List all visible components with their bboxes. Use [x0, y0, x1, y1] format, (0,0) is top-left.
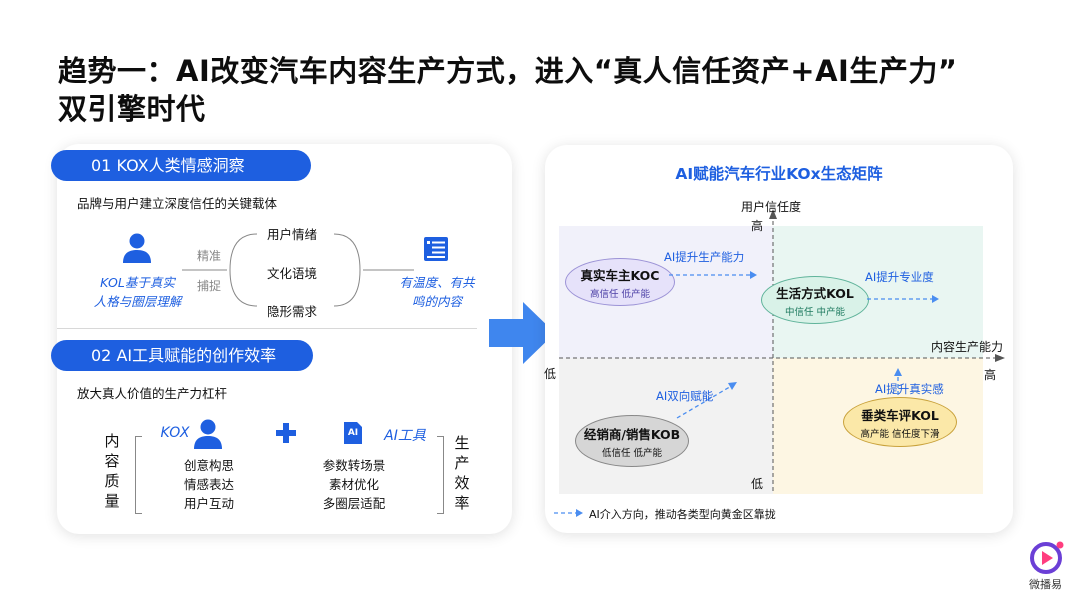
- kob-name: 经销商/销售KOB: [583, 426, 681, 442]
- kox-item-2: 情感表达: [183, 477, 234, 492]
- kob-arrow-label: AI双向赋能: [656, 389, 714, 403]
- section-2-pill: 02 AI工具赋能的创作效率: [51, 340, 313, 371]
- section-2-subtitle: 放大真人价值的生产力杠杆: [77, 386, 228, 401]
- section-1-subtitle: 品牌与用户建立深度信任的关键载体: [77, 196, 278, 211]
- koc-ellipse: 真实车主KOC 高信任 低产能: [565, 258, 675, 306]
- cq-char-3: 质: [104, 472, 120, 490]
- warm-content-description: 有温度、有共 鸣的内容: [382, 272, 492, 310]
- left-bracket: [135, 436, 142, 514]
- vertical-kol-name: 垂类车评KOL: [861, 407, 939, 423]
- kol-description: KOL基于真实 人格与圈层理解: [75, 272, 200, 310]
- ai-tool-icon: AI: [342, 421, 364, 445]
- cq-char-1: 内: [104, 432, 120, 450]
- ai-item-3: 多圈层适配: [322, 496, 386, 511]
- vertical-kol-sub: 高产能 信任度下滑: [860, 428, 940, 440]
- ai-direction-arrows: [554, 271, 939, 517]
- kox-label: KOX: [160, 425, 190, 441]
- brand-logo: 微播易: [1028, 540, 1068, 592]
- ai-item-1: 参数转场景: [322, 458, 386, 473]
- warm-content-line-2: 鸣的内容: [411, 294, 462, 309]
- lifestyle-kol-ellipse: 生活方式KOL 中信任 中产能: [761, 276, 869, 324]
- pe-char-1: 生: [454, 434, 470, 452]
- y-axis-low: 低: [751, 477, 764, 491]
- lifestyle-kol-name: 生活方式KOL: [776, 285, 854, 301]
- ai-items: 参数转场景 素材优化 多圈层适配: [309, 456, 399, 513]
- kox-item-3: 用户互动: [183, 496, 234, 511]
- brand-name: 微播易: [1029, 578, 1062, 591]
- insight-item-1: 用户情绪: [266, 227, 317, 242]
- person-icon: [123, 233, 151, 263]
- koc-arrow-label: AI提升生产能力: [664, 250, 745, 264]
- vertical-kol-ellipse: 垂类车评KOL 高产能 信任度下滑: [843, 397, 957, 447]
- ai-badge-text: AI: [347, 428, 359, 438]
- matrix-axes: [559, 209, 1005, 491]
- section-divider: [57, 328, 477, 329]
- ai-item-2: 素材优化: [328, 477, 379, 492]
- x-axis-high: 高: [984, 368, 997, 382]
- insight-item-3: 隐形需求: [266, 304, 317, 319]
- kob-ellipse: 经销商/销售KOB 低信任 低产能: [575, 415, 689, 467]
- flow-arrow-icon: [489, 302, 555, 364]
- connector-top-label: 精准: [197, 249, 222, 263]
- x-axis-low: 低: [544, 367, 557, 381]
- ai-tool-label: AI工具: [384, 428, 426, 444]
- kox-item-1: 创意构思: [183, 458, 234, 473]
- x-axis-label: 内容生产能力: [931, 340, 1004, 354]
- koc-sub: 高信任 低产能: [589, 288, 651, 300]
- y-axis-high: 高: [751, 219, 764, 233]
- title-line-2: 双引擎时代: [58, 92, 206, 126]
- vertical-kol-arrow-label: AI提升真实感: [875, 382, 944, 396]
- kol-description-line-2: 人格与圈层理解: [93, 294, 182, 309]
- cq-char-4: 量: [104, 492, 120, 510]
- chart-title: AI赋能汽车行业KOx生态矩阵: [675, 165, 883, 183]
- insight-item-2: 文化语境: [266, 266, 317, 281]
- person-icon-2: [194, 419, 222, 449]
- lifestyle-kol-sub: 中信任 中产能: [784, 306, 846, 318]
- kol-description-line-1: KOL基于真实: [100, 275, 175, 290]
- kob-sub: 低信任 低产能: [601, 447, 663, 459]
- production-efficiency-vertical: 生 产 效 率: [453, 433, 471, 513]
- play-logo-icon: [1030, 541, 1064, 574]
- legend-text: AI介入方向，推动各类型向黄金区靠拢: [589, 508, 776, 521]
- lifestyle-arrow-label: AI提升专业度: [865, 270, 934, 284]
- plus-icon: [276, 423, 296, 443]
- warm-content-line-1: 有温度、有共: [399, 275, 475, 290]
- left-panel: 01 KOX人类情感洞察 品牌与用户建立深度信任的关键载体 KOL基于真实 人格…: [51, 144, 512, 534]
- brace-connector: [182, 233, 414, 307]
- kox-items: 创意构思 情感表达 用户互动: [169, 456, 249, 513]
- section-1-pill: 01 KOX人类情感洞察: [51, 150, 311, 181]
- right-bracket: [437, 436, 444, 514]
- pe-char-3: 效: [454, 474, 470, 492]
- cq-char-2: 容: [104, 452, 120, 470]
- right-panel: AI赋能汽车行业KOx生态矩阵 用户信任度 高 低 内容生产能力 低 高 真实车…: [544, 145, 1013, 533]
- y-axis-label: 用户信任度: [741, 200, 802, 214]
- pe-char-4: 率: [454, 494, 470, 512]
- content-quality-vertical: 内 容 质 量: [103, 431, 121, 511]
- document-icon: [424, 237, 448, 261]
- page-title: 趋势一：AI改变汽车内容生产方式，进入“真人信任资产+AI生产力” 双引擎时代: [58, 52, 1038, 128]
- koc-name: 真实车主KOC: [580, 267, 660, 283]
- title-line-1: 趋势一：AI改变汽车内容生产方式，进入“真人信任资产+AI生产力”: [58, 54, 958, 88]
- pe-char-2: 产: [454, 454, 470, 472]
- connector-bottom-label: 捕捉: [197, 279, 222, 293]
